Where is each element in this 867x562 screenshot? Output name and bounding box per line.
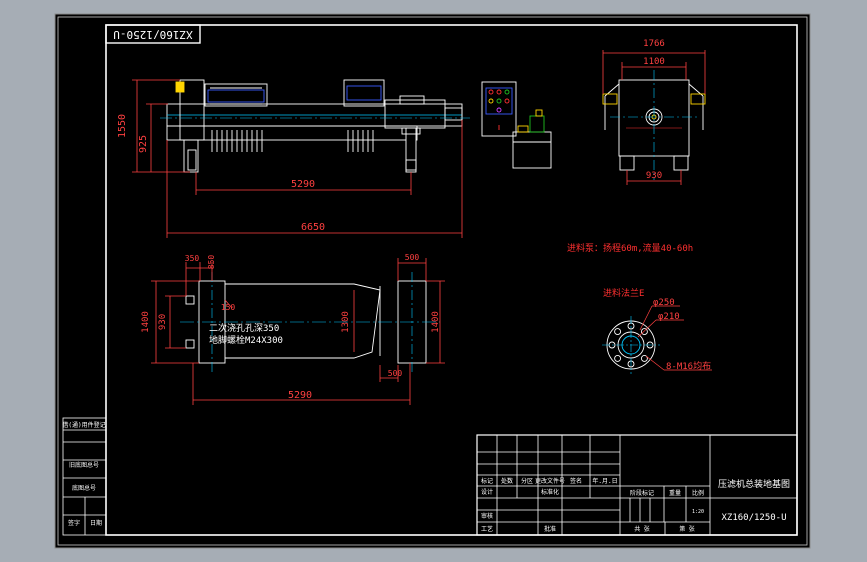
dim-plan-inner: 930 xyxy=(158,314,168,330)
tb-count: 处数 xyxy=(501,477,513,485)
left-table-row-0: 借(通)用件登记 xyxy=(62,421,105,429)
flange-leaders xyxy=(637,305,712,371)
tb-standard: 标准化 xyxy=(541,488,559,496)
left-table-row-3: 签字 xyxy=(68,519,80,527)
front-plate-pack-left xyxy=(204,83,268,152)
tb-drawing-code: XZ160/1250-U xyxy=(721,513,786,523)
tb-change-no: 更改文件号 xyxy=(535,477,565,485)
tb-date: 年.月.日 xyxy=(592,477,617,485)
note-anchor-bolt: 地脚螺栓M24X300 xyxy=(209,334,283,346)
tb-sign: 签名 xyxy=(570,477,582,485)
tb-mark: 标记 xyxy=(481,477,493,485)
control-cabinet xyxy=(481,81,552,169)
sheet-inner-border xyxy=(105,24,798,536)
dim-plan-right-height: 1300 xyxy=(341,311,351,333)
feed-flange xyxy=(602,316,660,374)
dim-plan-offset-c: 150 xyxy=(221,303,236,312)
dim-flange-inner: φ210 xyxy=(658,312,680,322)
left-table-row-2: 底图总号 xyxy=(72,484,96,492)
left-strip-table xyxy=(62,417,107,536)
note-secondary-grout: 二次浇孔孔深350 xyxy=(209,322,279,334)
dim-front-span-total: 6650 xyxy=(301,222,325,233)
left-table-row-1: 旧底图总号 xyxy=(69,461,99,469)
tb-weight: 重量 xyxy=(669,489,681,497)
tb-stage: 阶段标记 xyxy=(630,489,654,497)
part-code-mirrored: XZ160/1250-U xyxy=(113,28,192,41)
flange-title: 进料法兰E xyxy=(603,287,644,299)
title-block xyxy=(476,434,798,536)
dim-plan-bottom-right: 500 xyxy=(388,369,403,378)
tb-design: 设计 xyxy=(481,488,493,496)
side-view-dimensions xyxy=(602,50,706,185)
tb-scale: 比例 xyxy=(692,489,704,497)
dim-plan-width-left: 1400 xyxy=(141,311,151,333)
dim-front-height-inner: 925 xyxy=(138,135,149,153)
front-view xyxy=(160,79,470,173)
tb-approve: 批准 xyxy=(544,525,556,533)
sheet-outer-border xyxy=(57,16,808,546)
tb-sheets-total: 共 张 xyxy=(634,525,650,533)
title-block-header-row: 标记 处数 分区 更改文件号 签名 年.月.日 设计 标准化 审核 工艺 批准 … xyxy=(481,477,704,533)
front-view-dimensions xyxy=(132,79,463,238)
dim-front-span-inner: 5290 xyxy=(291,179,315,190)
dim-plan-offset-a: 350 xyxy=(185,254,200,263)
tb-sheet-no: 第 张 xyxy=(679,525,695,533)
plan-view-dimensions xyxy=(151,258,445,405)
dim-plan-top-right: 500 xyxy=(405,253,420,262)
part-code-box: XZ160/1250-U xyxy=(105,24,201,44)
front-plate-pack-right xyxy=(343,79,385,152)
tb-scale-value: 1:20 xyxy=(692,509,704,515)
dim-side-width-inner: 1100 xyxy=(643,57,665,67)
dim-flange-bolts: 8-M16均布 xyxy=(666,360,711,372)
dim-flange-outer: φ250 xyxy=(653,298,675,308)
dim-front-height-total: 1550 xyxy=(117,114,128,138)
dim-side-width-total: 1766 xyxy=(643,39,665,49)
plan-view xyxy=(180,272,440,372)
dim-plan-length: 5290 xyxy=(288,390,312,401)
tb-process: 工艺 xyxy=(481,525,493,533)
note-feed-pump: 进料泵：扬程60m,流量40-60h xyxy=(567,242,693,254)
tb-drawing-name: 压滤机总装地基图 xyxy=(718,478,790,490)
tb-zone: 分区 xyxy=(521,477,533,485)
tb-review: 审核 xyxy=(481,512,493,520)
left-table-row-4: 日期 xyxy=(90,519,102,527)
dim-plan-offset-b: 850 xyxy=(207,255,216,270)
dim-side-foot-span: 930 xyxy=(646,171,662,181)
dim-plan-right-width: 1400 xyxy=(431,311,441,333)
